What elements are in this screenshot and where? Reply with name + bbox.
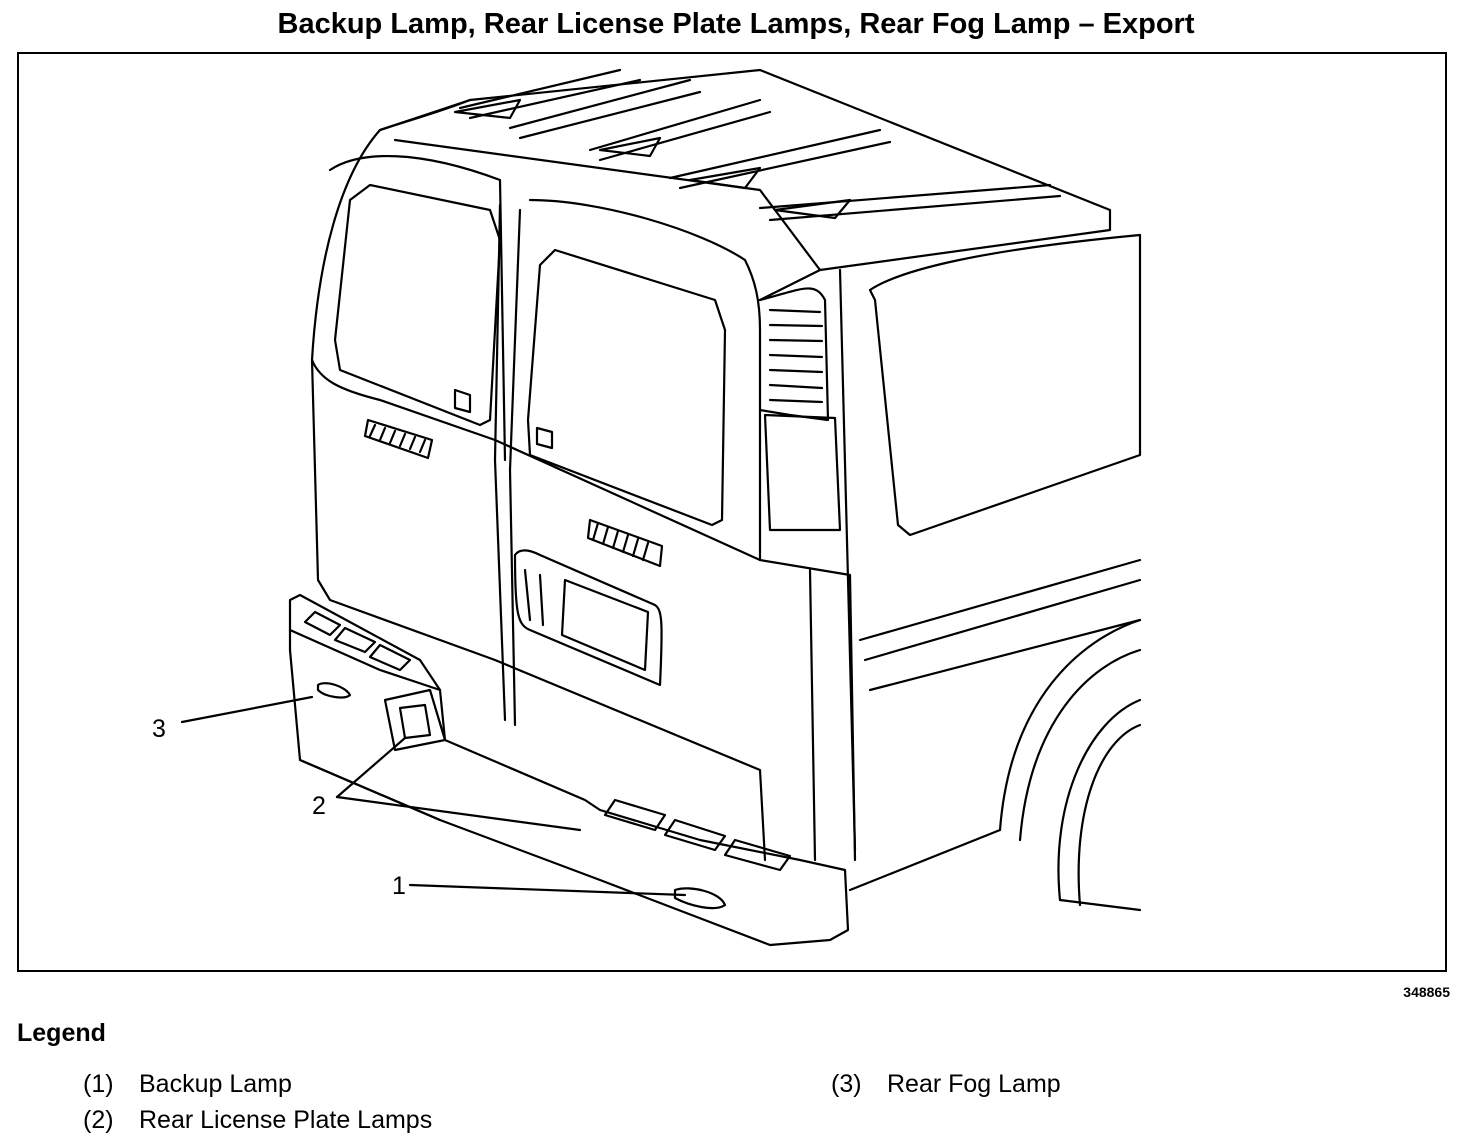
legend-item-3: (3) Rear Fog Lamp [831, 1070, 1061, 1099]
legend-label: Backup Lamp [139, 1070, 292, 1098]
legend-item-1: (1) Backup Lamp [83, 1070, 292, 1099]
legend-label: Rear License Plate Lamps [139, 1106, 433, 1134]
illustration-frame [17, 52, 1447, 972]
legend-item-2: (2) Rear License Plate Lamps [83, 1106, 432, 1135]
callout-3: 3 [152, 715, 166, 743]
diagram-title: Backup Lamp, Rear License Plate Lamps, R… [277, 8, 1195, 40]
legend-number: (2) [83, 1106, 114, 1134]
callout-2: 2 [312, 792, 326, 820]
legend-number: (3) [831, 1070, 862, 1098]
figure-id: 348865 [1403, 984, 1450, 1000]
legend-label: Rear Fog Lamp [887, 1070, 1061, 1098]
legend-heading: Legend [17, 1019, 106, 1047]
legend-number: (1) [83, 1070, 114, 1098]
callout-1: 1 [392, 872, 406, 900]
